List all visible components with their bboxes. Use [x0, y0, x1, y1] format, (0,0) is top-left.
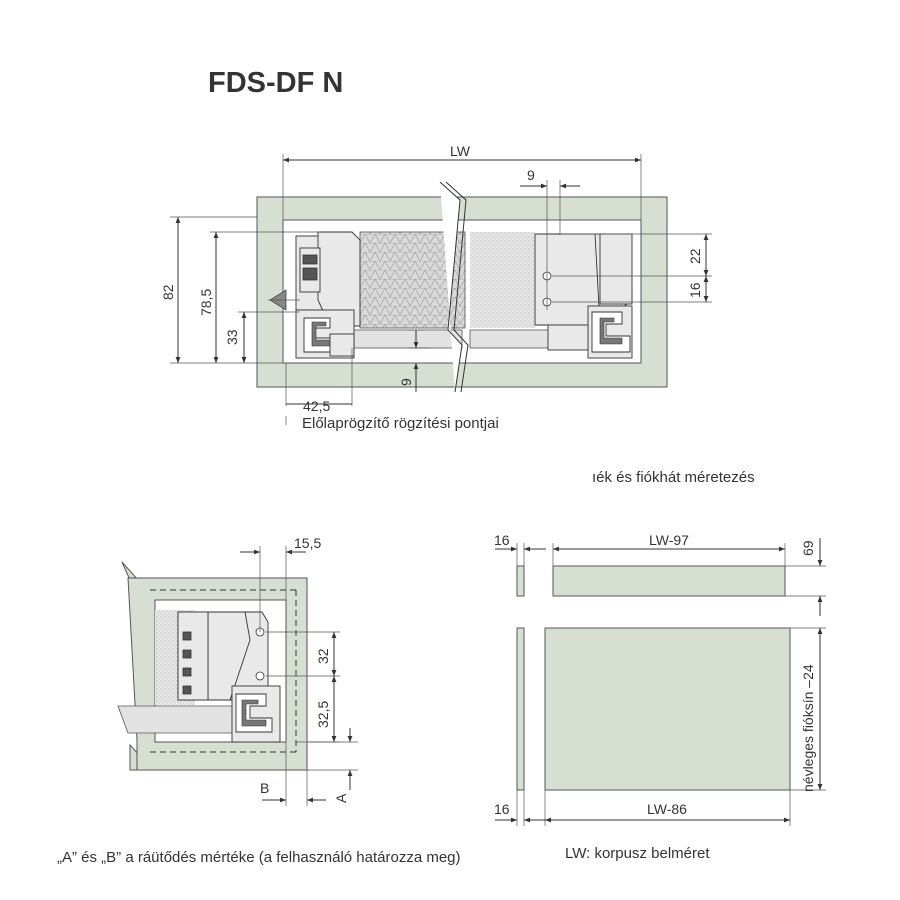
dim-16: 16: [687, 282, 703, 298]
dim-lw-97: LW-97: [649, 532, 689, 548]
drawer-back-right: [470, 232, 535, 328]
dim-33: 33: [224, 329, 240, 345]
dim-32-5: 32,5: [315, 701, 331, 728]
drawer-bottom-left: [351, 329, 463, 349]
left-runner: [269, 231, 361, 359]
dim-15-5: 15,5: [294, 535, 321, 551]
section-heading: ıék és fiókhát méretezés: [592, 469, 755, 486]
dim-82: 82: [160, 284, 176, 300]
panels-view: 16 LW-97 69 névleges fióksín –24 16 LW-8…: [494, 532, 826, 862]
panel-back: [552, 565, 786, 597]
dim-69: 69: [800, 540, 816, 556]
panels-caption: LW: korpusz belméret: [565, 845, 710, 862]
right-runner: [534, 233, 633, 359]
panel-bottom: [544, 627, 791, 791]
dim-16-bottom: 16: [494, 801, 510, 817]
dim-lw-86: LW-86: [647, 801, 687, 817]
dim-32: 32: [315, 648, 331, 664]
dim-42-5: 42,5: [303, 398, 330, 414]
dim-9-bottom: 9: [398, 378, 414, 386]
dim-16-top: 16: [494, 532, 510, 548]
label-a: A: [333, 793, 349, 803]
label-b: B: [260, 780, 269, 796]
panel-side-small: [516, 565, 525, 597]
detail-cabinet-view: 15,5 32 32,5 A B „A” és „B” a ráütődés m…: [57, 535, 461, 866]
dim-lw: LW: [450, 143, 471, 159]
top-view-caption: Előlaprögzítő rögzítési pontjai: [302, 415, 499, 432]
detail-caption: „A” és „B” a ráütődés mértéke (a felhasz…: [57, 849, 461, 866]
dim-9-top: 9: [527, 167, 535, 183]
dim-22: 22: [687, 248, 703, 264]
dim-side: névleges fióksín –24: [800, 664, 816, 792]
page-title: FDS-DF N: [208, 67, 343, 99]
panel-side-large: [516, 627, 525, 791]
break-line: [439, 181, 463, 393]
dim-78-5: 78,5: [198, 289, 214, 316]
top-cabinet-view: LW 9 82 78,5 33 22 16 9: [160, 143, 712, 432]
